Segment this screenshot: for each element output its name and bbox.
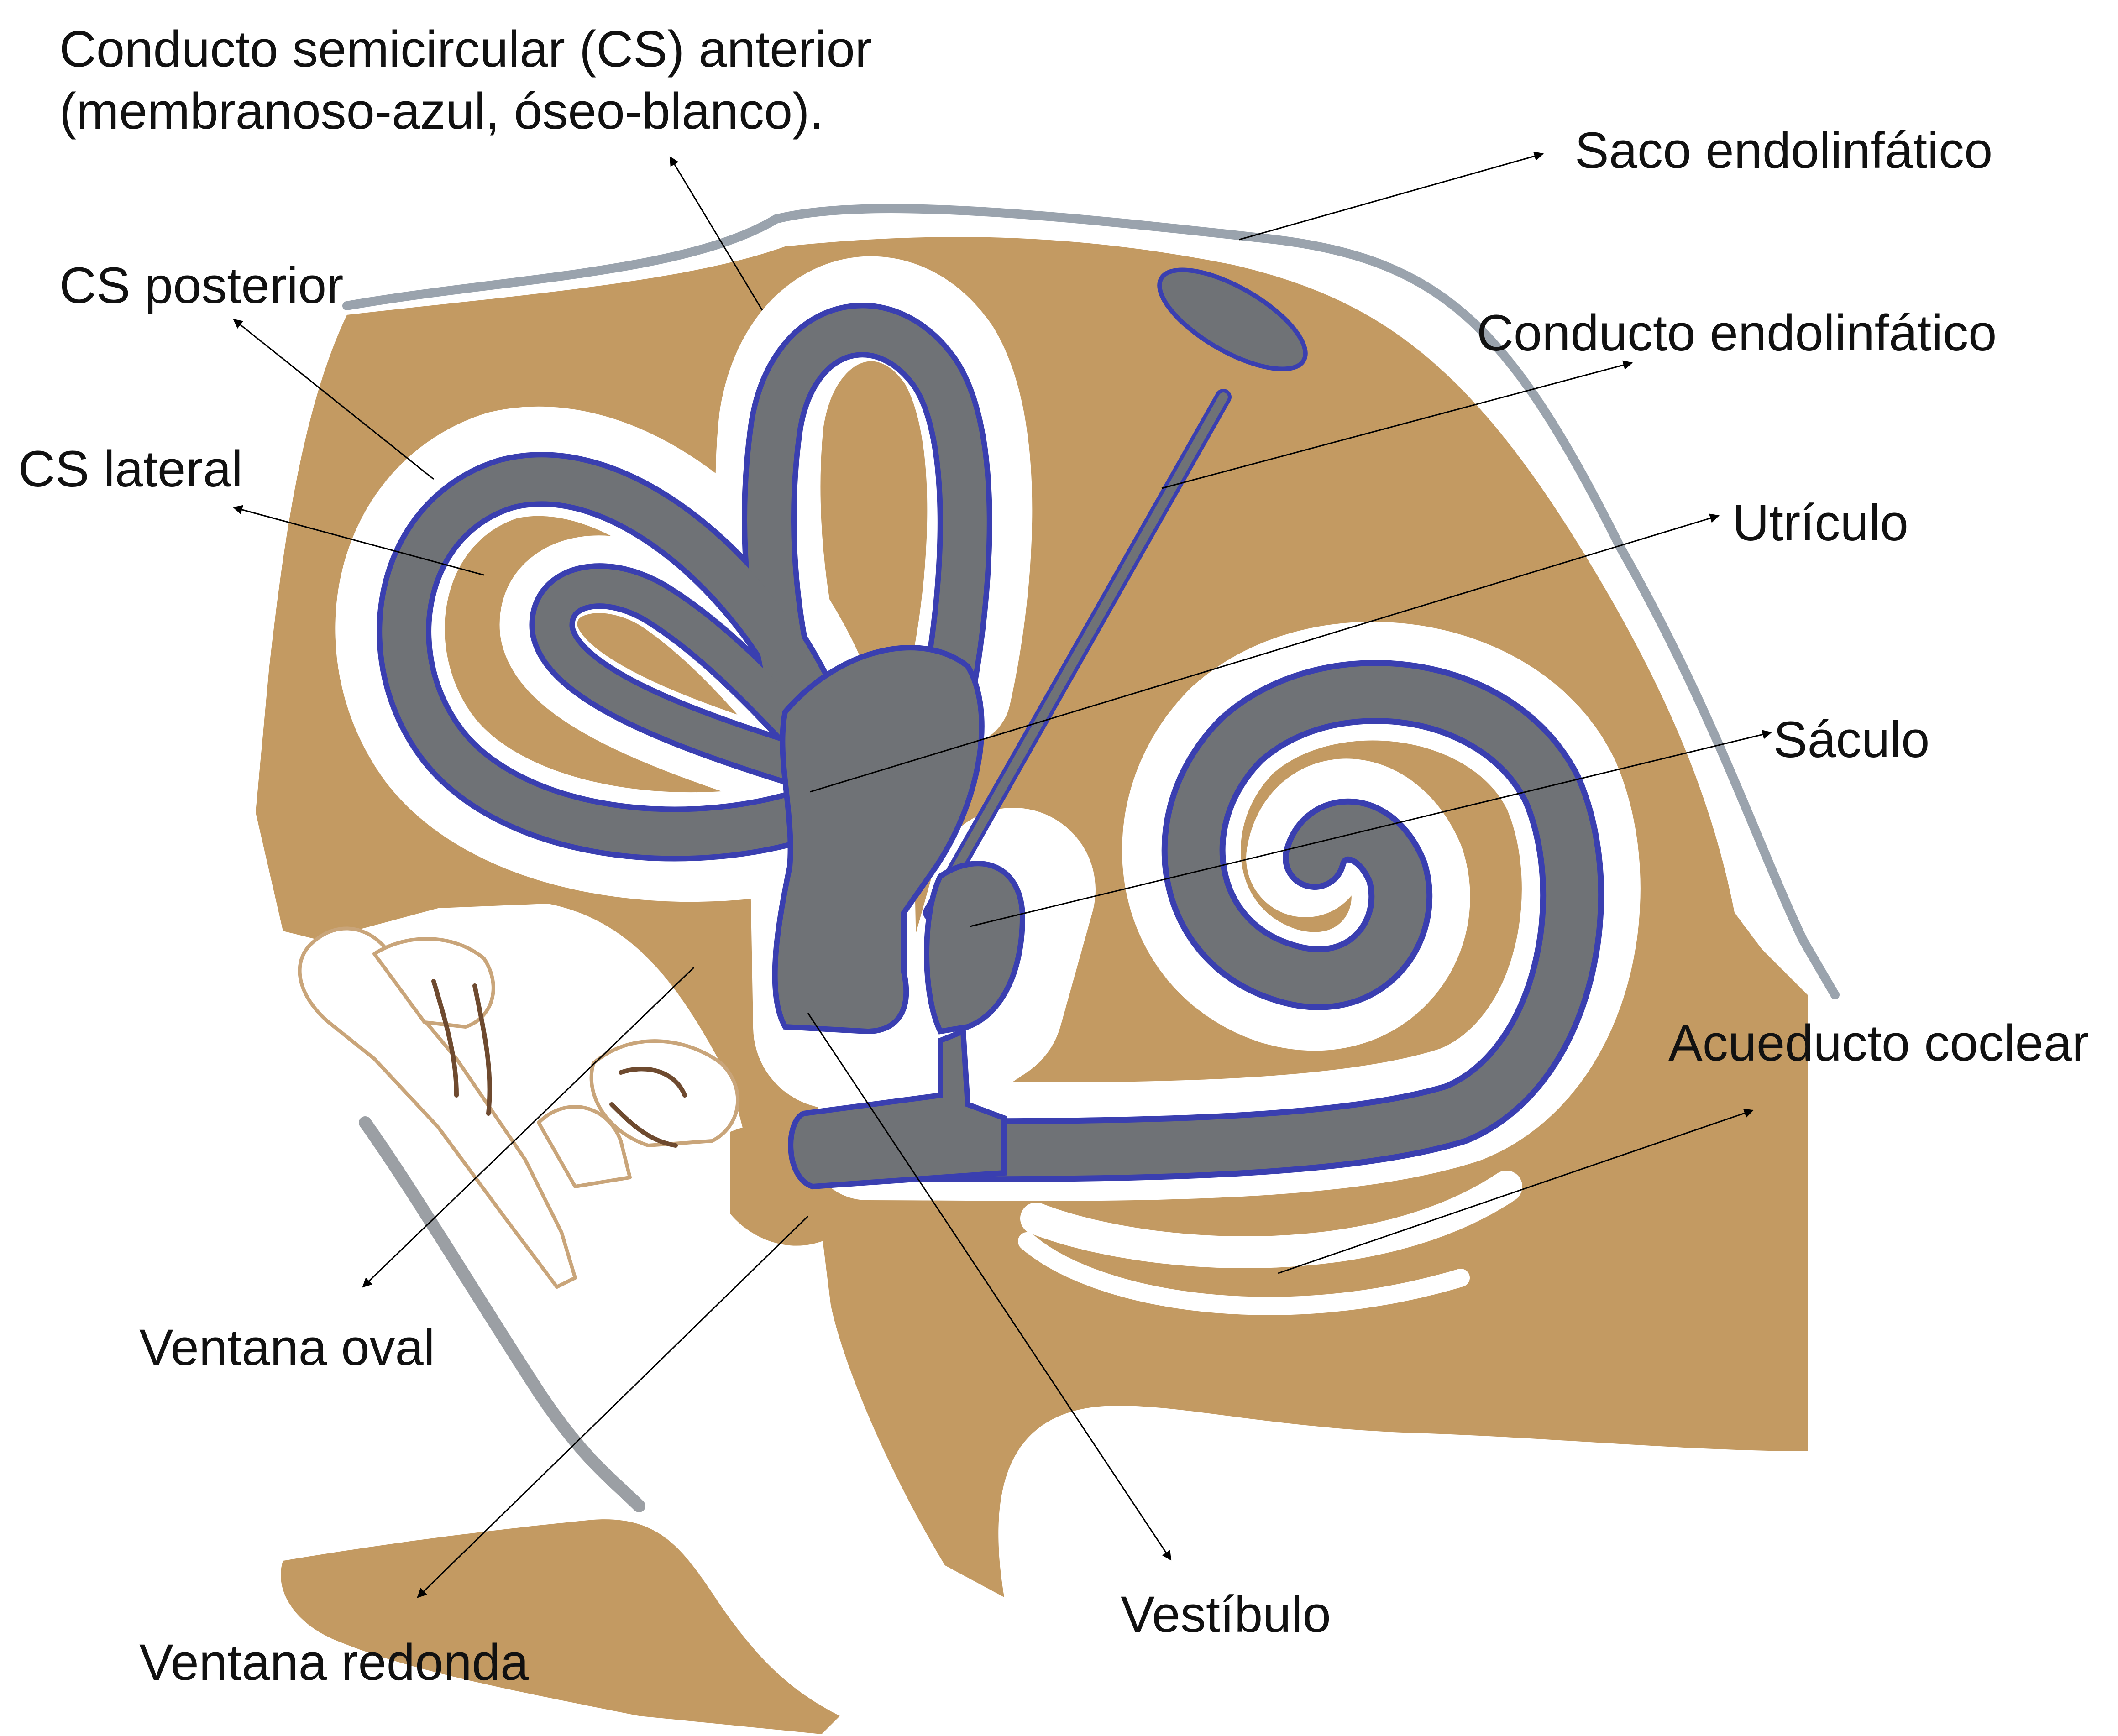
- label-cs-posterior: CS posterior: [59, 255, 343, 317]
- bone-bottom: [281, 1519, 840, 1734]
- label-cs-anterior-line1: Conducto semicircular (CS) anterior: [59, 18, 872, 80]
- label-cs-lateral: CS lateral: [18, 438, 243, 500]
- label-saculo: Sáculo: [1773, 709, 1929, 771]
- label-saco-endolinfatico: Saco endolinfático: [1575, 120, 1992, 182]
- label-vestibulo: Vestíbulo: [1121, 1584, 1331, 1646]
- label-cs-anterior-line2: (membranoso-azul, óseo-blanco).: [59, 80, 872, 142]
- label-conducto-endolinfatico: Conducto endolinfático: [1477, 302, 1997, 364]
- label-cs-anterior: Conducto semicircular (CS) anterior (mem…: [59, 18, 872, 142]
- label-ventana-oval: Ventana oval: [139, 1317, 435, 1379]
- label-ventana-redonda: Ventana redonda: [139, 1631, 529, 1694]
- label-utriculo: Utrículo: [1732, 492, 1908, 554]
- label-acueducto-coclear: Acueducto coclear: [1668, 1012, 2089, 1074]
